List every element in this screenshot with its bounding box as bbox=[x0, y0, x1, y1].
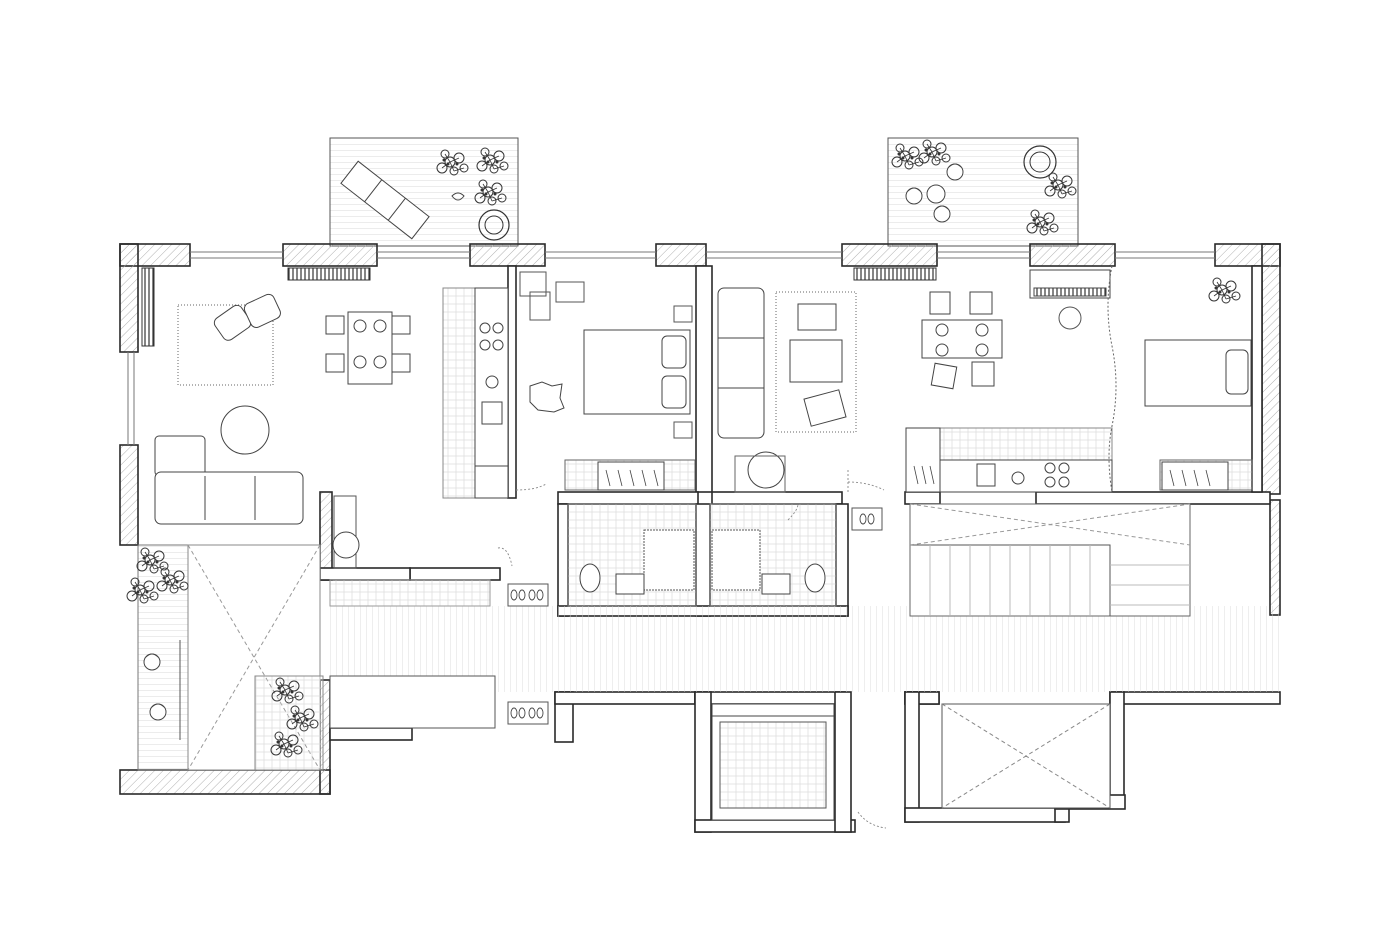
door-swings bbox=[497, 470, 887, 829]
kitchen-counter-left bbox=[442, 287, 509, 499]
coffee-table bbox=[789, 339, 843, 383]
sun-lounger bbox=[340, 160, 430, 240]
plant-icon bbox=[1208, 277, 1241, 304]
sofa-icon bbox=[717, 287, 765, 439]
kitchen-right bbox=[905, 265, 1117, 493]
bathroom-2 bbox=[709, 503, 837, 607]
side-table bbox=[747, 451, 785, 489]
armchair bbox=[243, 293, 281, 328]
curtain bbox=[1107, 265, 1117, 493]
sink-icon bbox=[761, 573, 791, 595]
table-icon bbox=[921, 319, 1003, 359]
chair-icon bbox=[933, 205, 951, 223]
rug bbox=[775, 291, 857, 433]
corridor bbox=[329, 507, 1280, 729]
hide-rug bbox=[529, 381, 565, 413]
chair-icon bbox=[149, 703, 167, 721]
sink-icon bbox=[615, 573, 645, 595]
wardrobe bbox=[1161, 461, 1229, 491]
bed-icon bbox=[583, 329, 691, 415]
balcony-right bbox=[887, 137, 1079, 247]
void-shaft bbox=[941, 703, 1111, 809]
living-room-left bbox=[154, 287, 509, 569]
chair-icon bbox=[143, 653, 161, 671]
stair-icon bbox=[909, 503, 1191, 617]
window-glazing bbox=[127, 251, 1215, 445]
living-room-right bbox=[717, 287, 857, 493]
bedroom-left bbox=[519, 271, 696, 491]
potted-shrub bbox=[1023, 145, 1057, 179]
stove-icon bbox=[479, 322, 504, 351]
wardrobe bbox=[597, 461, 665, 491]
chair-icon bbox=[905, 187, 923, 205]
bathroom-1 bbox=[567, 503, 697, 607]
lift-shaft bbox=[711, 703, 835, 821]
toilet-icon bbox=[804, 563, 826, 593]
chair-icon bbox=[946, 163, 964, 181]
toilet-icon bbox=[579, 563, 601, 593]
potted-shrub bbox=[478, 209, 510, 241]
coffee-table bbox=[220, 405, 270, 455]
balcony-left bbox=[329, 137, 519, 247]
sink-icon bbox=[481, 375, 503, 425]
stove-icon bbox=[1044, 462, 1070, 488]
dining-area-right bbox=[921, 269, 1111, 390]
watering-can-icon bbox=[451, 192, 465, 201]
bistro-table bbox=[926, 184, 946, 204]
bedroom-right bbox=[1144, 277, 1253, 491]
rug bbox=[177, 304, 274, 386]
sofa-icon bbox=[154, 435, 304, 525]
side-table bbox=[332, 495, 360, 569]
terrace-left bbox=[126, 544, 324, 771]
dining-table bbox=[325, 311, 411, 385]
shoes-icon bbox=[507, 507, 883, 725]
exterior-walls bbox=[119, 243, 1281, 795]
radiator-icon bbox=[141, 267, 937, 347]
sink-icon bbox=[976, 463, 1025, 487]
